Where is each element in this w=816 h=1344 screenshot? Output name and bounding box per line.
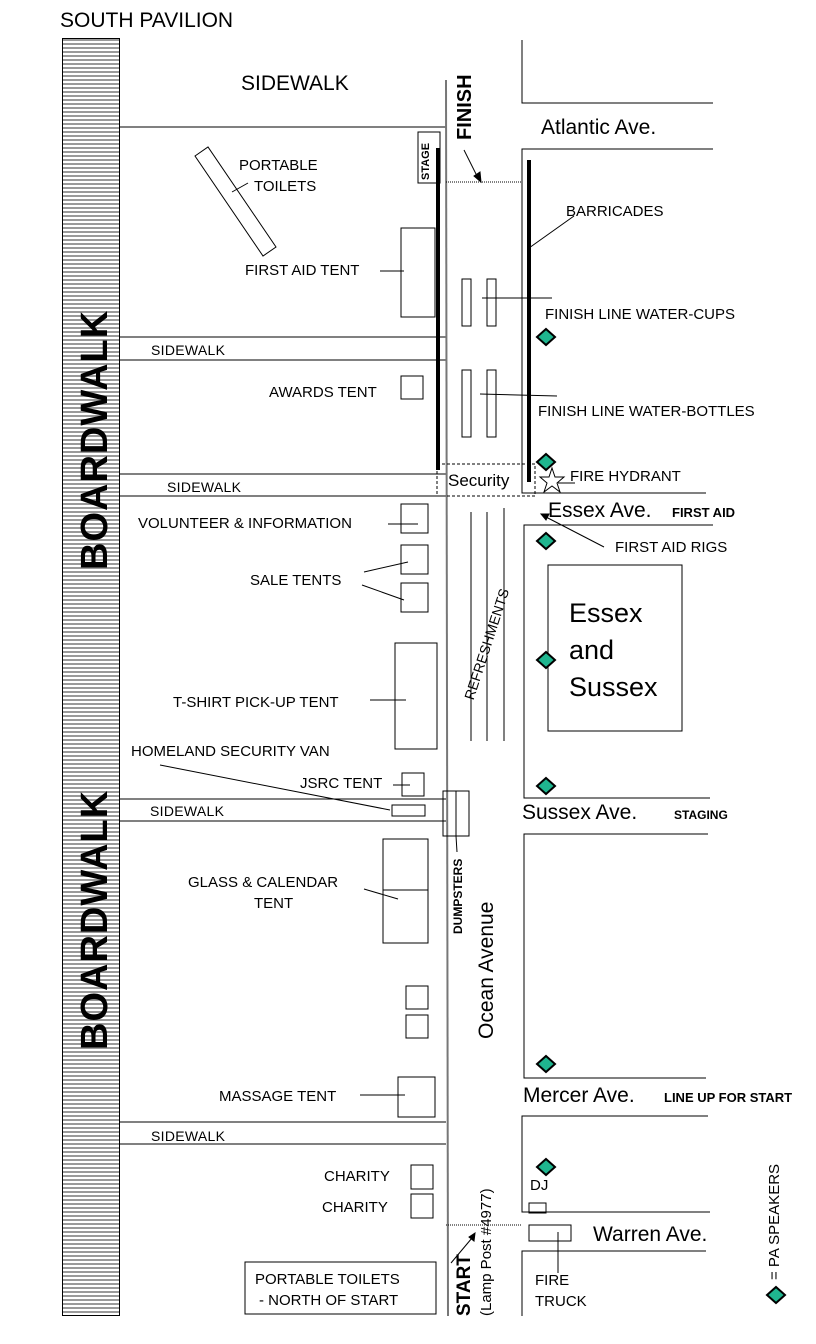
start-label: START [454,1254,475,1316]
glass-calendar-label-2: TENT [254,895,294,912]
dj-label: DJ [530,1177,549,1194]
essex-note: FIRST AID [672,505,736,520]
jsrc-tent-label: JSRC TENT [300,775,383,792]
fire-truck-label-1: FIRE [535,1272,570,1289]
charity-label-1: CHARITY [324,1168,390,1185]
homeland-van-label: HOMELAND SECURITY VAN [131,743,330,760]
portable-toilets-start-label-1: PORTABLE TOILETS [255,1271,400,1288]
sussex-note: STAGING [674,808,728,822]
lamp-post-label: (Lamp Post #4977) [478,1188,495,1316]
portable-toilets-start-label-2: - NORTH OF START [259,1292,399,1309]
legend-pa-speakers: = PA SPEAKERS [766,1163,783,1280]
sidewalk-label-2: SIDEWALK [167,479,242,495]
charity-label-2: CHARITY [322,1199,388,1216]
block-label-line1: Essex [569,598,643,628]
street-warren: Warren Ave. [593,1223,708,1246]
sidewalk-label-4: SIDEWALK [151,1128,226,1144]
block-label-line2: and [569,635,615,665]
water-bottles-label: FINISH LINE WATER-BOTTLES [538,403,755,420]
street-atlantic: Atlantic Ave. [541,116,657,139]
sidewalk-label-3: SIDEWALK [150,803,225,819]
fire-hydrant-label: FIRE HYDRANT [570,468,681,485]
south-pavilion-title: SOUTH PAVILION [60,9,234,32]
volunteer-info-label: VOLUNTEER & INFORMATION [138,515,352,532]
block-label-line3: Sussex [569,672,658,702]
first-aid-tent-label: FIRST AID TENT [245,262,360,279]
water-cups-label: FINISH LINE WATER-CUPS [545,306,736,323]
street-mercer: Mercer Ave. [523,1084,635,1107]
street-essex: Essex Ave. [548,499,652,522]
dumpsters-label: DUMPSTERS [451,858,465,934]
first-aid-rigs-label: FIRST AID RIGS [615,539,728,556]
tshirt-tent-label: T-SHIRT PICK-UP TENT [173,694,339,711]
fire-truck-label-2: TRUCK [535,1293,587,1310]
massage-tent-label: MASSAGE TENT [219,1088,337,1105]
mercer-note: LINE UP FOR START [664,1090,793,1105]
stage-label: STAGE [420,142,432,180]
finish-label: FINISH [454,74,476,140]
security-label: Security [448,471,510,490]
sidewalk-label-top: SIDEWALK [241,72,349,95]
portable-toilets-label-2: TOILETS [254,178,317,195]
sidewalk-label-1: SIDEWALK [151,342,226,358]
glass-calendar-label-1: GLASS & CALENDAR [188,874,339,891]
boardwalk-strip [62,38,120,1316]
street-sussex: Sussex Ave. [522,801,638,824]
sale-tents-label: SALE TENTS [250,572,342,589]
barricades-label: BARRICADES [566,203,664,220]
street-ocean-avenue: Ocean Avenue [475,901,498,1039]
portable-toilets-label-1: PORTABLE [239,157,318,174]
awards-tent-label: AWARDS TENT [269,384,377,401]
